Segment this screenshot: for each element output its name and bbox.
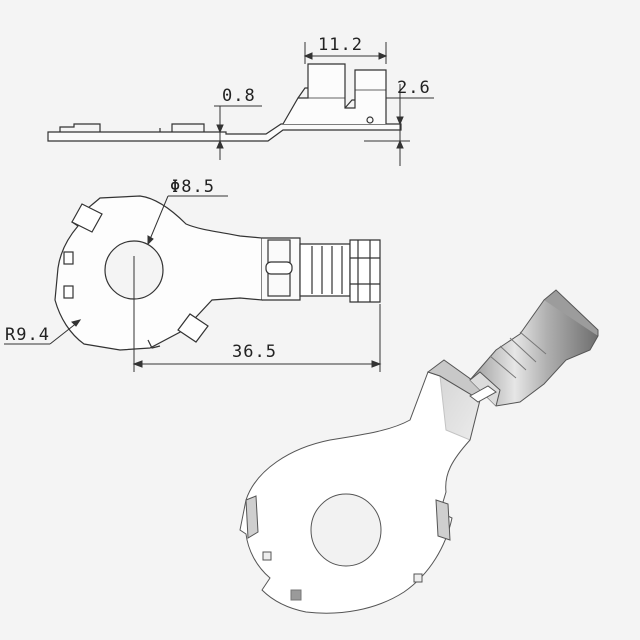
side-dimension-lines bbox=[214, 42, 434, 166]
plan-view bbox=[54, 195, 381, 351]
side-view bbox=[47, 63, 402, 142]
dim-label-0-8: 0.8 bbox=[222, 86, 256, 106]
dim-label-2-6: 2.6 bbox=[397, 78, 431, 98]
dim-label-11-2: 11.2 bbox=[318, 35, 363, 55]
isometric-render bbox=[239, 289, 599, 614]
plan-dimension-lines bbox=[4, 195, 382, 372]
dimension-labels: 11.2 0.8 2.6 Φ8.5 R9.4 36.5 bbox=[5, 35, 431, 362]
dim-label-36-5: 36.5 bbox=[232, 342, 277, 362]
dim-label-r-9-4: R9.4 bbox=[5, 325, 50, 345]
dim-label-phi-8-5: Φ8.5 bbox=[170, 177, 215, 197]
